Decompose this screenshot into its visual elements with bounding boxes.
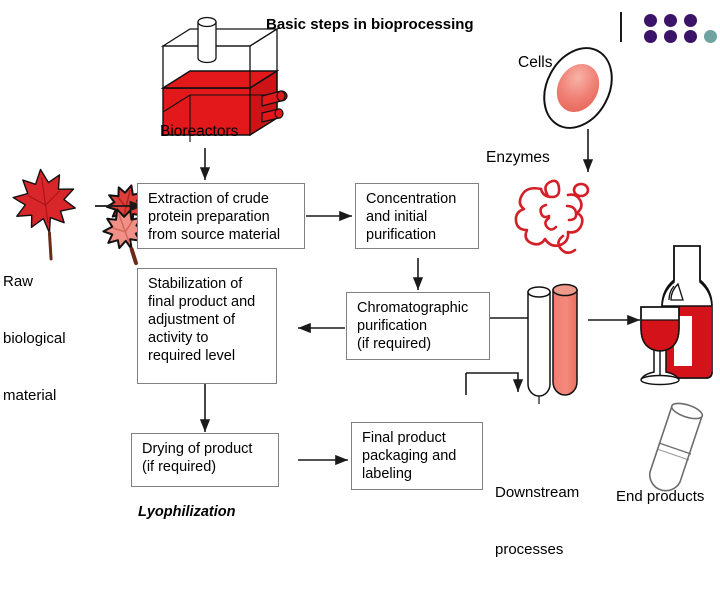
raw-material-leaves-icon [10, 165, 155, 270]
box-extraction-line2: protein preparation [148, 209, 270, 225]
deco-dot [684, 14, 697, 27]
box-packaging[interactable]: Final product packaging and labeling [351, 422, 483, 490]
label-lyophilization: Lyophilization [138, 504, 236, 520]
label-enzymes: Enzymes [486, 149, 550, 166]
test-tube-icon [650, 400, 704, 490]
label-raw-material: Raw biological material [3, 234, 66, 443]
box-extraction-line3: from source material [148, 227, 281, 243]
deco-dot [644, 30, 657, 43]
wine-glass-icon [641, 307, 679, 385]
box-chromatography-line3: (if required) [357, 336, 432, 352]
diagram-canvas: Basic steps in bioprocessing [0, 0, 720, 558]
deco-dot [664, 14, 677, 27]
box-stabilization-line4: activity to [148, 330, 209, 346]
box-packaging-line2: packaging and [362, 448, 457, 464]
corner-dots-decoration [620, 12, 717, 46]
deco-dot [684, 30, 697, 43]
graphics-layer [0, 0, 720, 540]
deco-dot [644, 14, 657, 27]
deco-dot-accent [704, 30, 717, 43]
enzyme-icon [516, 181, 588, 253]
label-raw-material-line1: Raw [3, 273, 34, 290]
box-stabilization-line5: required level [148, 348, 236, 364]
vertical-rule [620, 12, 622, 42]
label-cells: Cells [518, 54, 553, 71]
cell-icon [531, 36, 625, 139]
page-title: Basic steps in bioprocessing [266, 16, 474, 33]
chromatography-columns-icon [528, 285, 577, 405]
box-stabilization-line2: final product and [148, 294, 256, 310]
box-stabilization-line1: Stabilization of [148, 276, 243, 292]
box-drying[interactable]: Drying of product (if required) [131, 433, 279, 487]
box-stabilization-line3: adjustment of [148, 312, 236, 328]
box-concentration-line3: purification [366, 227, 437, 243]
box-drying-line2: (if required) [142, 459, 217, 475]
box-concentration-line1: Concentration [366, 191, 457, 207]
box-extraction[interactable]: Extraction of crude protein preparation … [137, 183, 305, 249]
box-concentration-line2: and initial [366, 209, 428, 225]
deco-dot [664, 30, 677, 43]
box-chromatography-line1: Chromatographic [357, 300, 469, 316]
box-chromatography[interactable]: Chromatographic purification (if require… [346, 292, 490, 360]
box-chromatography-line2: purification [357, 318, 428, 334]
label-bioreactors: Bioreactors [160, 123, 239, 140]
box-extraction-line1: Extraction of crude [148, 191, 269, 207]
label-downstream-line1: Downstream [495, 484, 580, 501]
box-drying-line1: Drying of product [142, 441, 253, 457]
box-packaging-line3: labeling [362, 466, 412, 482]
label-raw-material-line3: material [3, 387, 57, 404]
arrow-to-columns-bottom [466, 373, 524, 392]
bioreactor-icon [163, 18, 287, 143]
label-downstream-processes: Downstream processes [495, 445, 579, 597]
box-stabilization[interactable]: Stabilization of final product and adjus… [137, 268, 277, 384]
label-raw-material-line2: biological [3, 330, 66, 347]
box-concentration[interactable]: Concentration and initial purification [355, 183, 479, 249]
label-downstream-line2: processes [495, 541, 564, 558]
box-packaging-line1: Final product [362, 430, 446, 446]
label-end-products: End products [616, 488, 705, 505]
